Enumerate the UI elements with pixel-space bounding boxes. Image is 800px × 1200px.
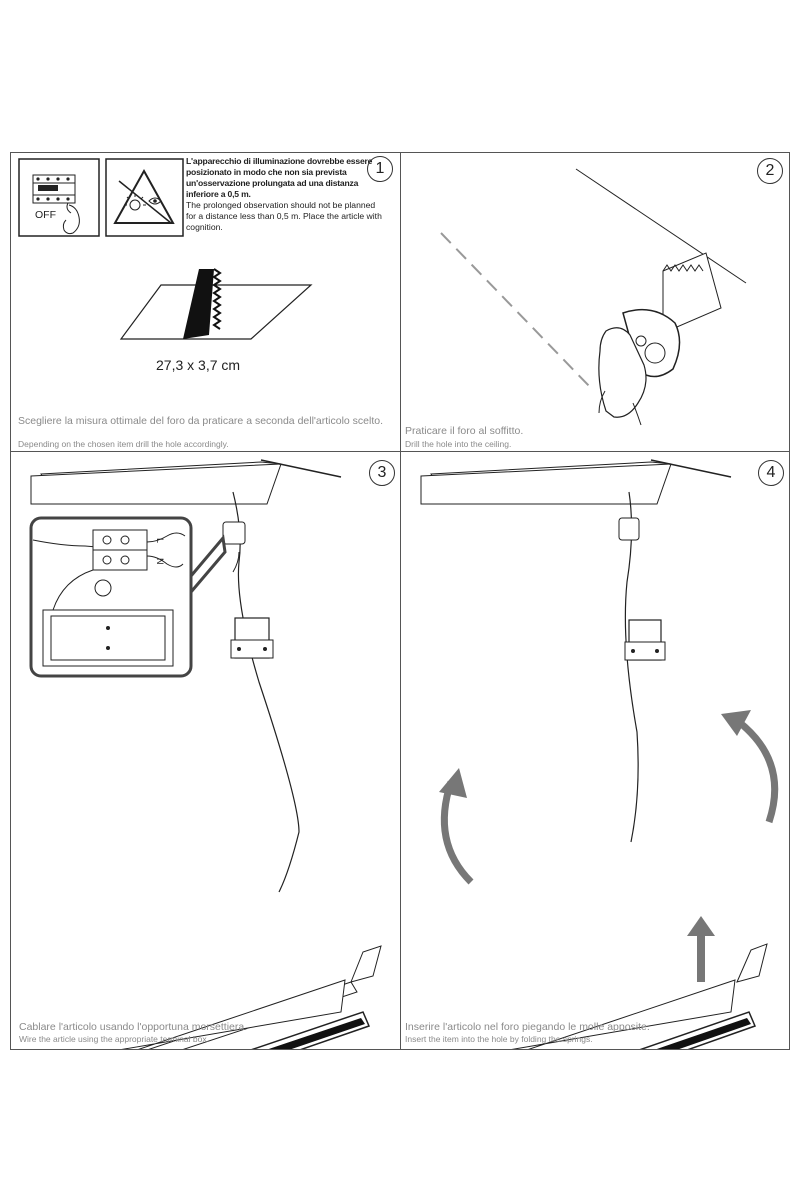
warning-text-block: L'apparecchio di illuminazione dovrebbe … bbox=[186, 156, 386, 233]
saw-icon bbox=[622, 252, 722, 378]
step-2-illustration bbox=[440, 168, 747, 451]
step-number: 3 bbox=[369, 460, 395, 486]
eye-warning-icon bbox=[105, 158, 184, 237]
step-1-illustration bbox=[18, 158, 313, 340]
cable-clamp bbox=[222, 521, 246, 545]
panel-step-4: 4 bbox=[401, 452, 789, 1049]
spring-fold-arrow-left bbox=[440, 780, 474, 885]
caption-italian: Inserire l'articolo nel foro piegando le… bbox=[405, 1021, 650, 1033]
caption-italian: Praticare il foro al soffitto. bbox=[405, 425, 524, 437]
terminal-label-n: N bbox=[155, 558, 165, 565]
step-number: 2 bbox=[757, 158, 783, 184]
push-up-arrow-head bbox=[687, 916, 715, 936]
divider-vertical bbox=[400, 153, 401, 1049]
cut-line bbox=[440, 232, 592, 389]
switch-off-label: OFF bbox=[35, 209, 56, 221]
panel-step-3: 3 bbox=[11, 452, 400, 1049]
hole-dimension: 27,3 x 3,7 cm bbox=[156, 357, 241, 373]
linear-luminaire bbox=[511, 943, 768, 1049]
linear-luminaire bbox=[121, 945, 382, 1049]
terminal-label-l: L bbox=[155, 538, 165, 543]
caption-italian: Scegliere la misura ottimale del foro da… bbox=[18, 415, 384, 427]
step-4-illustration bbox=[420, 459, 779, 1049]
spring-fold-arrow-right bbox=[736, 719, 779, 824]
caption-english: Depending on the chosen item drill the h… bbox=[18, 439, 229, 449]
panel-step-2: 2 Praticare il foro al soffitto. Drill t… bbox=[401, 153, 789, 451]
cable-clamp bbox=[618, 517, 640, 541]
instruction-sheet: 1 bbox=[10, 152, 790, 1050]
push-up-arrow bbox=[697, 932, 705, 982]
warning-english: The prolonged observation should not be … bbox=[186, 200, 382, 232]
ceiling-slab bbox=[420, 459, 732, 505]
hand-icon bbox=[598, 327, 647, 418]
panel-step-1: 1 bbox=[11, 153, 400, 451]
power-off-icon bbox=[18, 158, 100, 237]
step-3-illustration: L N bbox=[29, 459, 382, 1049]
divider-horizontal bbox=[11, 451, 789, 452]
terminal-detail-callout bbox=[29, 516, 227, 678]
warning-italian: L'apparecchio di illuminazione dovrebbe … bbox=[186, 156, 373, 199]
arrow-head-left bbox=[439, 768, 467, 798]
driver-box bbox=[624, 619, 666, 661]
caption-english: Wire the article using the appropriate t… bbox=[19, 1034, 209, 1044]
step-number: 4 bbox=[758, 460, 784, 486]
caption-english: Insert the item into the hole by folding… bbox=[405, 1034, 593, 1044]
arrow-head-right bbox=[721, 710, 751, 736]
caption-italian: Cablare l'articolo usando l'opportuna mo… bbox=[19, 1021, 248, 1033]
step-number: 1 bbox=[367, 156, 393, 182]
caption-english: Drill the hole into the ceiling. bbox=[405, 439, 512, 449]
ceiling-hole-drawing bbox=[119, 268, 313, 340]
driver-box bbox=[230, 617, 274, 659]
ceiling-slab bbox=[30, 459, 342, 505]
